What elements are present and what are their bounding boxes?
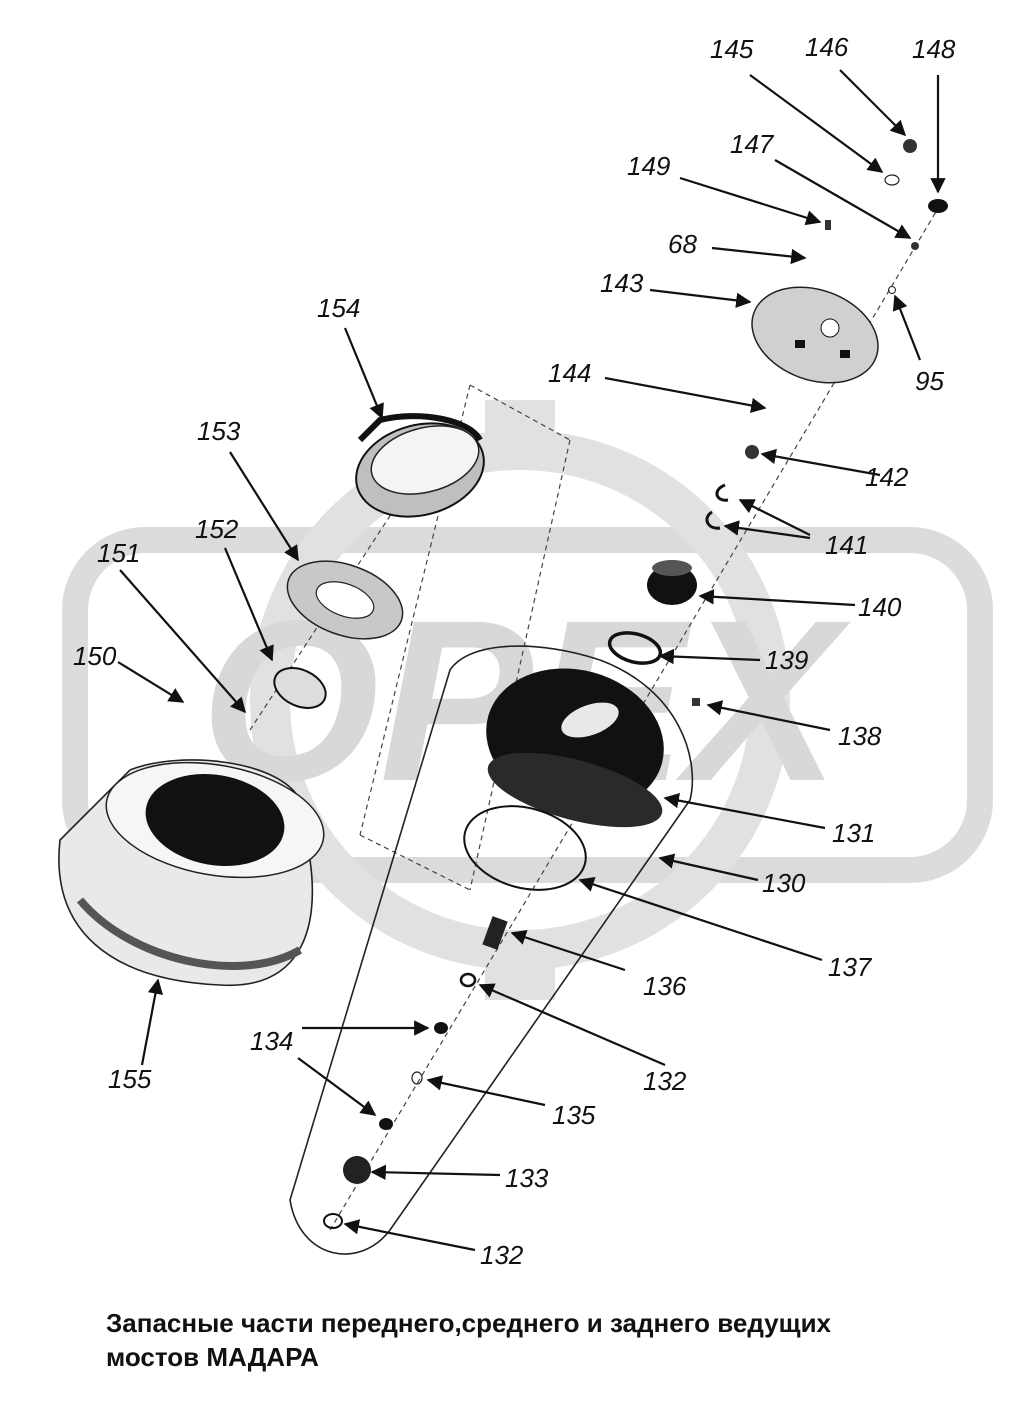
label-147: 147: [730, 129, 775, 159]
washer-134a: [434, 1022, 448, 1034]
disc-153: [286, 560, 404, 640]
nut-147: [911, 242, 919, 250]
leader-arrows: [117, 69, 946, 1252]
label-153: 153: [197, 416, 241, 446]
label-132-lower: 132: [480, 1240, 524, 1270]
bearing-140: [647, 560, 697, 605]
label-136: 136: [643, 971, 687, 1001]
label-133: 133: [505, 1163, 549, 1193]
label-146: 146: [805, 32, 849, 62]
ring-135: [411, 1071, 423, 1085]
label-151: 151: [97, 538, 140, 568]
ring-152: [273, 667, 327, 709]
label-152: 152: [195, 514, 239, 544]
cap-148: [928, 199, 948, 213]
part-labels: 145 146 148 147 149 68 143 95 154 144 14…: [73, 32, 956, 1270]
nut-146: [903, 139, 917, 153]
label-68: 68: [668, 229, 697, 259]
label-145: 145: [710, 34, 754, 64]
clip-141a: [715, 483, 729, 502]
caption-line-1: Запасные части переднего,среднего и задн…: [106, 1308, 832, 1338]
label-144: 144: [548, 358, 591, 388]
label-143: 143: [600, 268, 644, 298]
ring-95: [888, 286, 896, 294]
brake-drum-155: [58, 759, 325, 986]
label-154: 154: [317, 293, 360, 323]
label-137: 137: [828, 952, 873, 982]
caption-line-2: мостов МАДАРА: [106, 1342, 319, 1372]
label-130: 130: [762, 868, 806, 898]
hub-131: [486, 668, 664, 828]
gear-133: [343, 1156, 371, 1184]
label-155: 155: [108, 1064, 152, 1094]
pin-149: [825, 220, 831, 230]
label-134: 134: [250, 1026, 293, 1056]
label-141: 141: [825, 530, 868, 560]
gear-142: [745, 445, 759, 459]
washer-145: [884, 174, 900, 186]
carrier-143: [751, 286, 879, 384]
diagram-caption: Запасные части переднего,среднего и задн…: [106, 1306, 1006, 1374]
washer-134b: [379, 1118, 393, 1130]
label-142: 142: [865, 462, 909, 492]
label-131: 131: [832, 818, 875, 848]
label-150: 150: [73, 641, 117, 671]
ring-132a: [459, 972, 477, 988]
label-95: 95: [915, 366, 944, 396]
label-148: 148: [912, 34, 956, 64]
label-139: 139: [765, 645, 808, 675]
screw-138: [692, 698, 700, 706]
housing-outline: [289, 645, 694, 1255]
label-149: 149: [627, 151, 670, 181]
pin-136: [482, 916, 508, 950]
oring-137: [463, 805, 587, 891]
label-138: 138: [838, 721, 882, 751]
ring-132b: [323, 1213, 343, 1229]
label-132-upper: 132: [643, 1066, 687, 1096]
clip-141b: [705, 510, 721, 530]
label-135: 135: [552, 1100, 596, 1130]
label-140: 140: [858, 592, 902, 622]
